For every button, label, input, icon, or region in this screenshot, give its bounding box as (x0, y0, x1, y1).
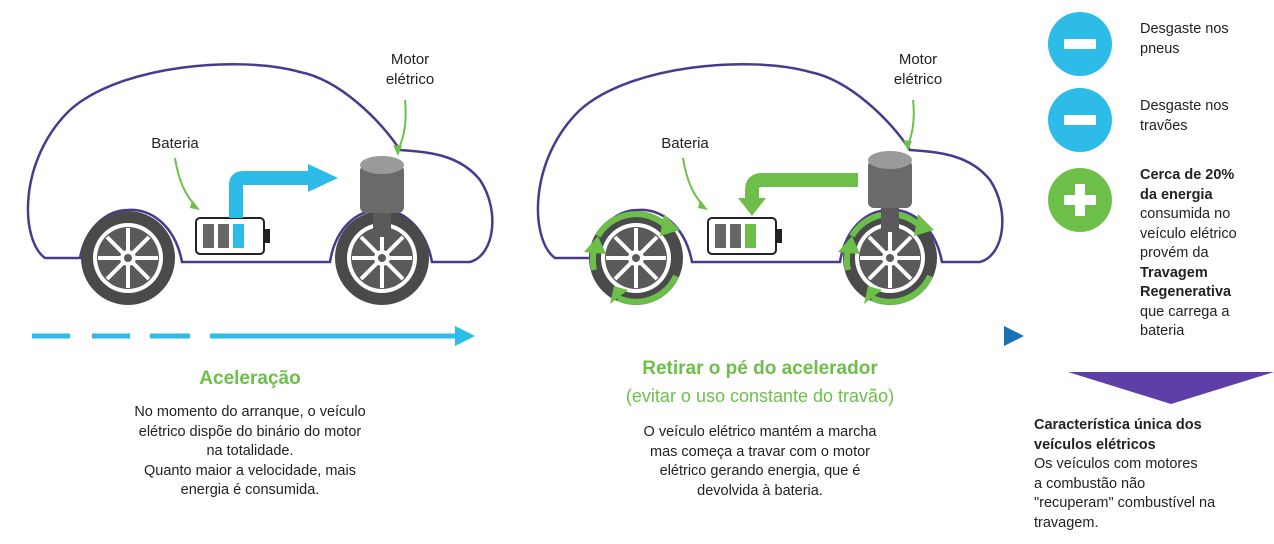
motor-label-middle: Motor elétrico (893, 51, 943, 88)
dashed-arrow-middle (525, 326, 1024, 346)
battery-label-middle: Bateria (661, 135, 709, 152)
car-body-left (26, 62, 494, 264)
description-release-accelerator: O veículo elétrico mantém a marcha mas c… (643, 424, 877, 499)
description-acceleration: No momento do arranque, o veículo elétri… (134, 404, 366, 498)
energy-arrow-middle (745, 173, 858, 200)
wheel-left-rear (79, 209, 177, 307)
dashed-arrow-left (32, 326, 475, 346)
title-release-accelerator: Retirar o pé do acelerador (642, 358, 878, 379)
battery-middle (707, 217, 782, 255)
energy-arrow-left (229, 171, 310, 218)
unique-feature-note: Característica única dos veículos elétri… (1034, 417, 1216, 531)
item-regen-energy: Cerca de 20% da energia consumida no veí… (1140, 167, 1237, 339)
minus-circle-2 (1048, 88, 1112, 152)
item-brake-wear: Desgaste nos travões (1140, 98, 1229, 134)
minus-circle-1 (1048, 12, 1112, 76)
car-body-middle (536, 62, 1004, 264)
item-tyre-wear: Desgaste nos pneus (1140, 21, 1229, 57)
battery-label-left: Bateria (151, 135, 199, 152)
plus-circle (1048, 168, 1112, 232)
down-triangle (1068, 372, 1274, 404)
battery-left (195, 217, 270, 255)
motor-label-left: Motor elétrico (385, 51, 435, 88)
title-acceleration: Aceleração (199, 368, 301, 389)
subtitle-release-accelerator: (evitar o uso constante do travão) (625, 386, 895, 406)
